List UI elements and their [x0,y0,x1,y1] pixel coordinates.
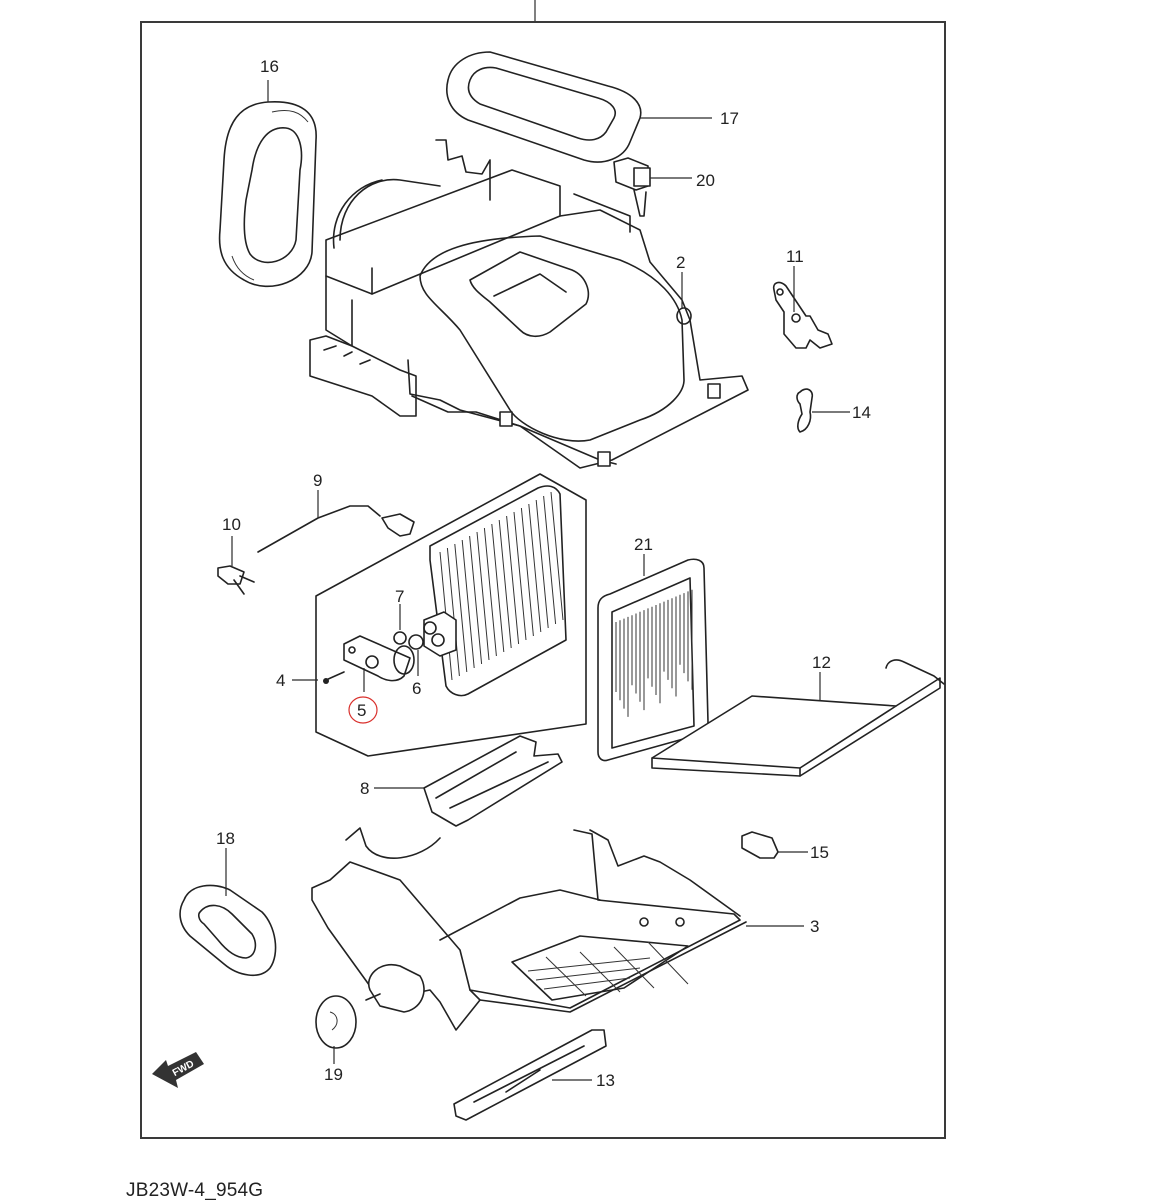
evaporator-fin [543,495,557,625]
part-9-thermistor [257,490,415,553]
evaporator-fin [476,531,490,661]
grille-bar [613,946,655,989]
diagram-frame [140,0,946,1139]
evaporator-core [429,485,567,697]
evaporator-fin [520,507,534,637]
fwd-direction-arrow-icon: FWD [152,1052,204,1088]
evaporator-fin [454,543,468,673]
part-14-clip [796,388,850,433]
part-15-clip [741,831,808,859]
evaporator-fittings [423,611,457,657]
part-21-filter [597,554,709,762]
evaporator-fin [528,503,542,633]
callout-5: 5 [357,701,366,720]
evaporator-fin [513,511,527,641]
callout-8: 8 [360,779,369,798]
part-13-strip [453,1029,607,1121]
grille-bar [579,951,621,993]
callout-20: 20 [696,171,715,190]
evaporator-fin [461,539,475,669]
part-6-o-ring [408,634,424,676]
callout-12: 12 [812,653,831,672]
grille-bar [535,967,641,981]
callout-3: 3 [810,917,819,936]
callout-19: 19 [324,1065,343,1084]
part-20-sensor [613,157,692,217]
grille-bar [527,957,651,972]
callout-15: 15 [810,843,829,862]
part-19-disc [315,995,357,1064]
callout-2: 2 [676,253,685,272]
part-3-lower-case [311,827,804,1031]
part-11-lever [772,266,833,349]
callout-4: 4 [276,671,285,690]
evaporator-fin [506,515,520,645]
evaporator-fin [469,535,483,665]
callout-6: 6 [412,679,421,698]
callout-13: 13 [596,1071,615,1090]
part-2-upper-case [309,139,749,469]
evaporator-fin [535,499,549,629]
part-16-seal [218,80,317,288]
callout-7: 7 [395,587,404,606]
callout-labels: 16 17 20 2 11 14 9 10 21 7 12 4 6 5 8 18… [216,57,871,1090]
part-10-clip [217,536,255,595]
callout-10: 10 [222,515,241,534]
diagram-reference-code: JB23W-4_954G [126,1180,264,1201]
evaporator-fin [498,519,512,649]
grille-bar [543,977,631,990]
callout-11: 11 [786,247,804,266]
callout-16: 16 [260,57,279,76]
evaporator-fin [483,527,497,657]
grille-bar [647,941,689,985]
evaporator-fin [491,523,505,653]
part-12-tray [651,659,945,777]
callout-18: 18 [216,829,235,848]
part-7-o-ring [393,604,407,645]
callout-17: 17 [720,109,739,128]
part-5-expansion-valve [343,635,415,724]
part-4-bolt [292,671,345,684]
part-18-seal [179,848,277,976]
callout-21: 21 [634,535,653,554]
callout-9: 9 [313,471,322,490]
part-8-duct [374,735,563,827]
evaporator-assembly-outline [315,473,587,757]
evaporator-fin [446,547,460,677]
evaporator-fin [550,491,564,621]
part-17-gasket [446,51,712,163]
fwd-label: FWD [171,1059,196,1079]
part-5-highlight-circle [348,696,378,724]
callout-14: 14 [852,403,871,422]
